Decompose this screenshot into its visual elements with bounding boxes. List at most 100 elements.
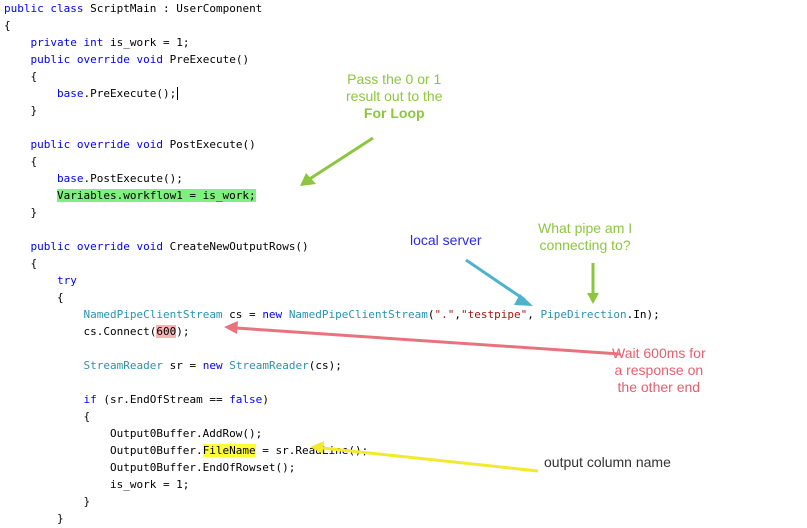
code-line[interactable]: { [4,153,37,170]
annotation-pass-result: Pass the 0 or 1 result out to the For Lo… [346,71,443,122]
code-token [4,393,83,406]
code-token [4,53,31,66]
code-token: PostExecute() [162,138,256,151]
code-token: } [4,495,91,508]
code-line[interactable]: StreamReader sr = new StreamReader(cs); [4,357,341,374]
code-line[interactable]: } [4,204,37,221]
code-token: { [4,291,64,304]
code-token: .PreExecute(); [83,87,177,100]
code-token: "." [434,308,455,321]
code-line[interactable]: cs.Connect(600); [4,323,189,340]
annotation-wait-line2: a response on [614,362,704,378]
code-line[interactable]: public override void PreExecute() [4,51,250,68]
code-token [4,87,57,100]
code-token: { [4,19,11,32]
code-token: { [4,257,38,270]
code-token: 600 [156,325,177,338]
code-token: , [454,308,462,321]
code-token: try [56,274,77,287]
annotation-output-col: output column name [544,454,671,470]
code-token: base [56,172,84,185]
code-token [4,189,57,202]
code-token: StreamReader [229,359,309,372]
code-line[interactable]: public override void PostExecute() [4,136,256,153]
code-token: override [76,53,130,66]
code-token: public [30,53,71,66]
code-token [4,240,31,253]
code-token [4,274,57,287]
code-token: public [4,2,44,15]
code-token: Output0Buffer. [4,444,203,457]
annotation-wait-line1: Wait 600ms for [612,345,706,361]
annotation-pass-line2: result out to the [346,88,443,104]
code-token: { [4,410,91,423]
annotation-pass-line3: For Loop [363,105,425,121]
code-line[interactable]: } [4,493,90,510]
annotation-wait-line3: the other end [617,379,701,395]
code-token: cs.Connect( [4,325,157,338]
code-token: , [527,308,541,321]
code-token [70,138,77,151]
code-line[interactable]: public class ScriptMain : UserComponent [4,0,262,17]
code-token [4,36,31,49]
code-line[interactable]: base.PreExecute(); [4,85,179,102]
code-line[interactable]: try [4,272,77,289]
code-token: new [202,359,223,372]
code-line[interactable]: } [4,510,64,527]
code-token: { [4,155,38,168]
code-line[interactable]: base.PostExecute(); [4,170,183,187]
code-token: void [136,240,163,253]
code-token: sr = [162,359,203,372]
code-token: PipeDirection [540,308,627,321]
code-token: } [4,104,38,117]
code-token: is_work = 1; [4,478,190,491]
code-token: int [83,36,104,49]
code-line[interactable]: { [4,68,37,85]
code-line[interactable]: } [4,102,37,119]
code-token: private [30,36,77,49]
code-token: void [136,138,163,151]
code-line[interactable]: public override void CreateNewOutputRows… [4,238,309,255]
code-token [4,308,83,321]
code-line[interactable]: Variables.workflow1 = is_work; [4,187,256,204]
code-token: NamedPipeClientStream [83,308,223,321]
code-token: FileName [202,444,256,457]
code-token: Variables.workflow1 = is_work; [56,189,256,202]
code-token: (sr.EndOfStream == [96,393,230,406]
code-line[interactable]: { [4,255,37,272]
code-line[interactable]: if (sr.EndOfStream == false) [4,391,268,408]
code-token: .PostExecute(); [83,172,183,185]
annotation-wait: Wait 600ms for a response on the other e… [612,345,706,396]
code-token: Output0Buffer.AddRow(); [4,427,263,440]
code-token: void [136,53,163,66]
code-token: if [83,393,97,406]
code-line[interactable]: private int is_work = 1; [4,34,190,51]
code-token: ScriptMain : UserComponent [83,2,263,15]
code-token: public [30,240,71,253]
code-line[interactable]: Output0Buffer.EndOfRowset(); [4,459,295,476]
code-line[interactable]: { [4,408,90,425]
code-token: CreateNewOutputRows() [162,240,309,253]
code-line[interactable]: { [4,289,64,306]
annotation-pipe-line2: connecting to? [539,237,631,253]
code-token: } [4,206,38,219]
code-token: = sr.ReadLine(); [255,444,369,457]
code-line[interactable]: is_work = 1; [4,476,189,493]
code-line[interactable]: Output0Buffer.AddRow(); [4,425,262,442]
code-token [70,53,77,66]
code-line[interactable]: NamedPipeClientStream cs = new NamedPipe… [4,306,659,323]
code-token: is_work = 1; [103,36,190,49]
code-token [4,138,31,151]
code-line[interactable]: { [4,17,11,34]
text-caret [177,87,179,100]
code-token: base [56,87,84,100]
code-token: PreExecute() [162,53,250,66]
code-token: public [30,138,71,151]
annotation-pipe-line1: What pipe am I [538,220,633,236]
code-token [4,359,83,372]
code-line[interactable]: Output0Buffer.FileName = sr.ReadLine(); [4,442,368,459]
code-token [282,308,289,321]
code-token [70,240,77,253]
code-token: override [76,240,130,253]
